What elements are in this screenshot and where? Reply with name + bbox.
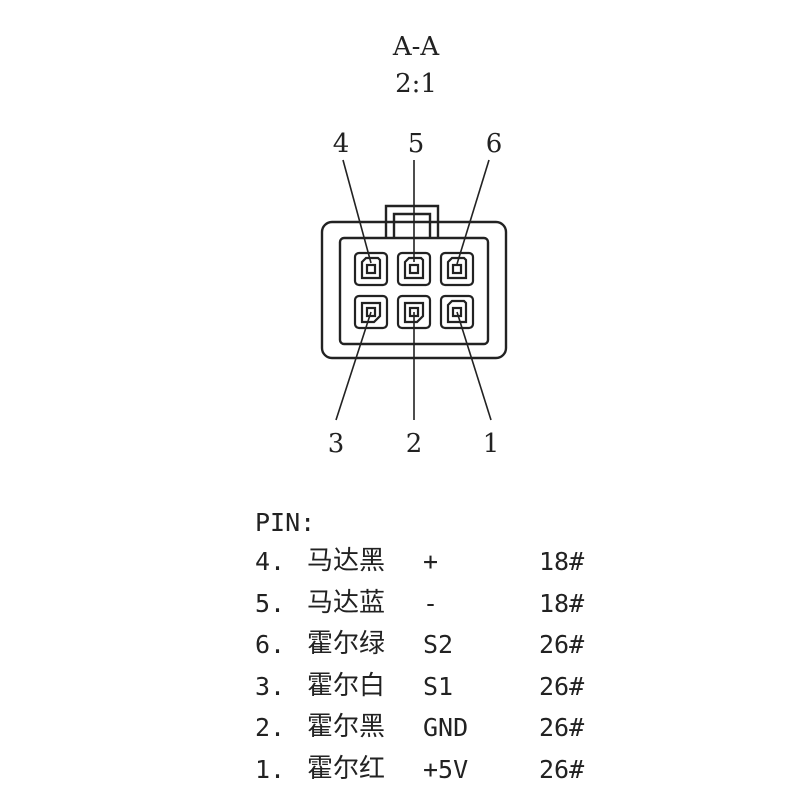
wire-name: 马达黑 [307, 546, 386, 576]
pin-label-1: 1 [483, 429, 500, 459]
pin-row: 3. 霍尔白 S1 26# [255, 666, 584, 708]
signal: S1 [423, 671, 454, 701]
pin-number: 1. [255, 754, 286, 784]
scale-label: 2:1 [395, 69, 437, 99]
pin-row: 2. 霍尔黑 GND 26# [255, 707, 584, 749]
pin-row: 5. 马达蓝 - 18# [255, 583, 584, 625]
cavity-pin-4 [353, 251, 389, 287]
pin-number: 6. [255, 630, 286, 659]
wire-name: 霍尔红 [307, 753, 386, 784]
cavity-pin-1 [439, 294, 475, 330]
signal: S2 [423, 630, 454, 659]
pin-row: 4. 马达黑 + 18# [255, 541, 584, 583]
signal: - [423, 588, 439, 618]
pin-label-6: 6 [486, 129, 503, 159]
wire-gauge: 26# [539, 630, 585, 659]
pin-number: 4. [255, 547, 286, 576]
pin-label-4: 4 [333, 129, 350, 159]
pin-row: 1. 霍尔红 +5V 26# [255, 749, 584, 791]
wire-name: 霍尔白 [307, 670, 386, 701]
wire-gauge: 18# [539, 588, 585, 618]
signal: GND [423, 713, 469, 742]
pin-number: 5. [255, 588, 286, 618]
section-title: A-A [392, 32, 441, 62]
pin-row: 6. 霍尔绿 S2 26# [255, 624, 584, 666]
wire-name: 马达蓝 [307, 587, 386, 618]
wire-gauge: 18# [539, 547, 585, 576]
pin-label-2: 2 [406, 429, 423, 459]
signal: + [423, 547, 439, 576]
pin-label-3: 3 [328, 429, 345, 459]
pin-label-5: 5 [408, 129, 425, 159]
wire-gauge: 26# [539, 754, 585, 784]
wire-gauge: 26# [539, 713, 585, 742]
wire-gauge: 26# [539, 671, 585, 701]
pin-number: 3. [255, 671, 286, 701]
cavity-pin-6 [439, 251, 475, 287]
cavity-pin-3 [353, 294, 389, 330]
wire-name: 霍尔绿 [307, 629, 386, 659]
pin-number: 2. [255, 713, 286, 742]
wire-name: 霍尔黑 [307, 712, 386, 742]
pin-list-title: PIN: [255, 508, 316, 537]
pin-list: PIN: 4. 马达黑 + 18# 5. 马达蓝 - 18# 6. 霍尔绿 S2… [255, 505, 584, 791]
leader-lines [335, 159, 492, 421]
signal: +5V [423, 754, 469, 784]
